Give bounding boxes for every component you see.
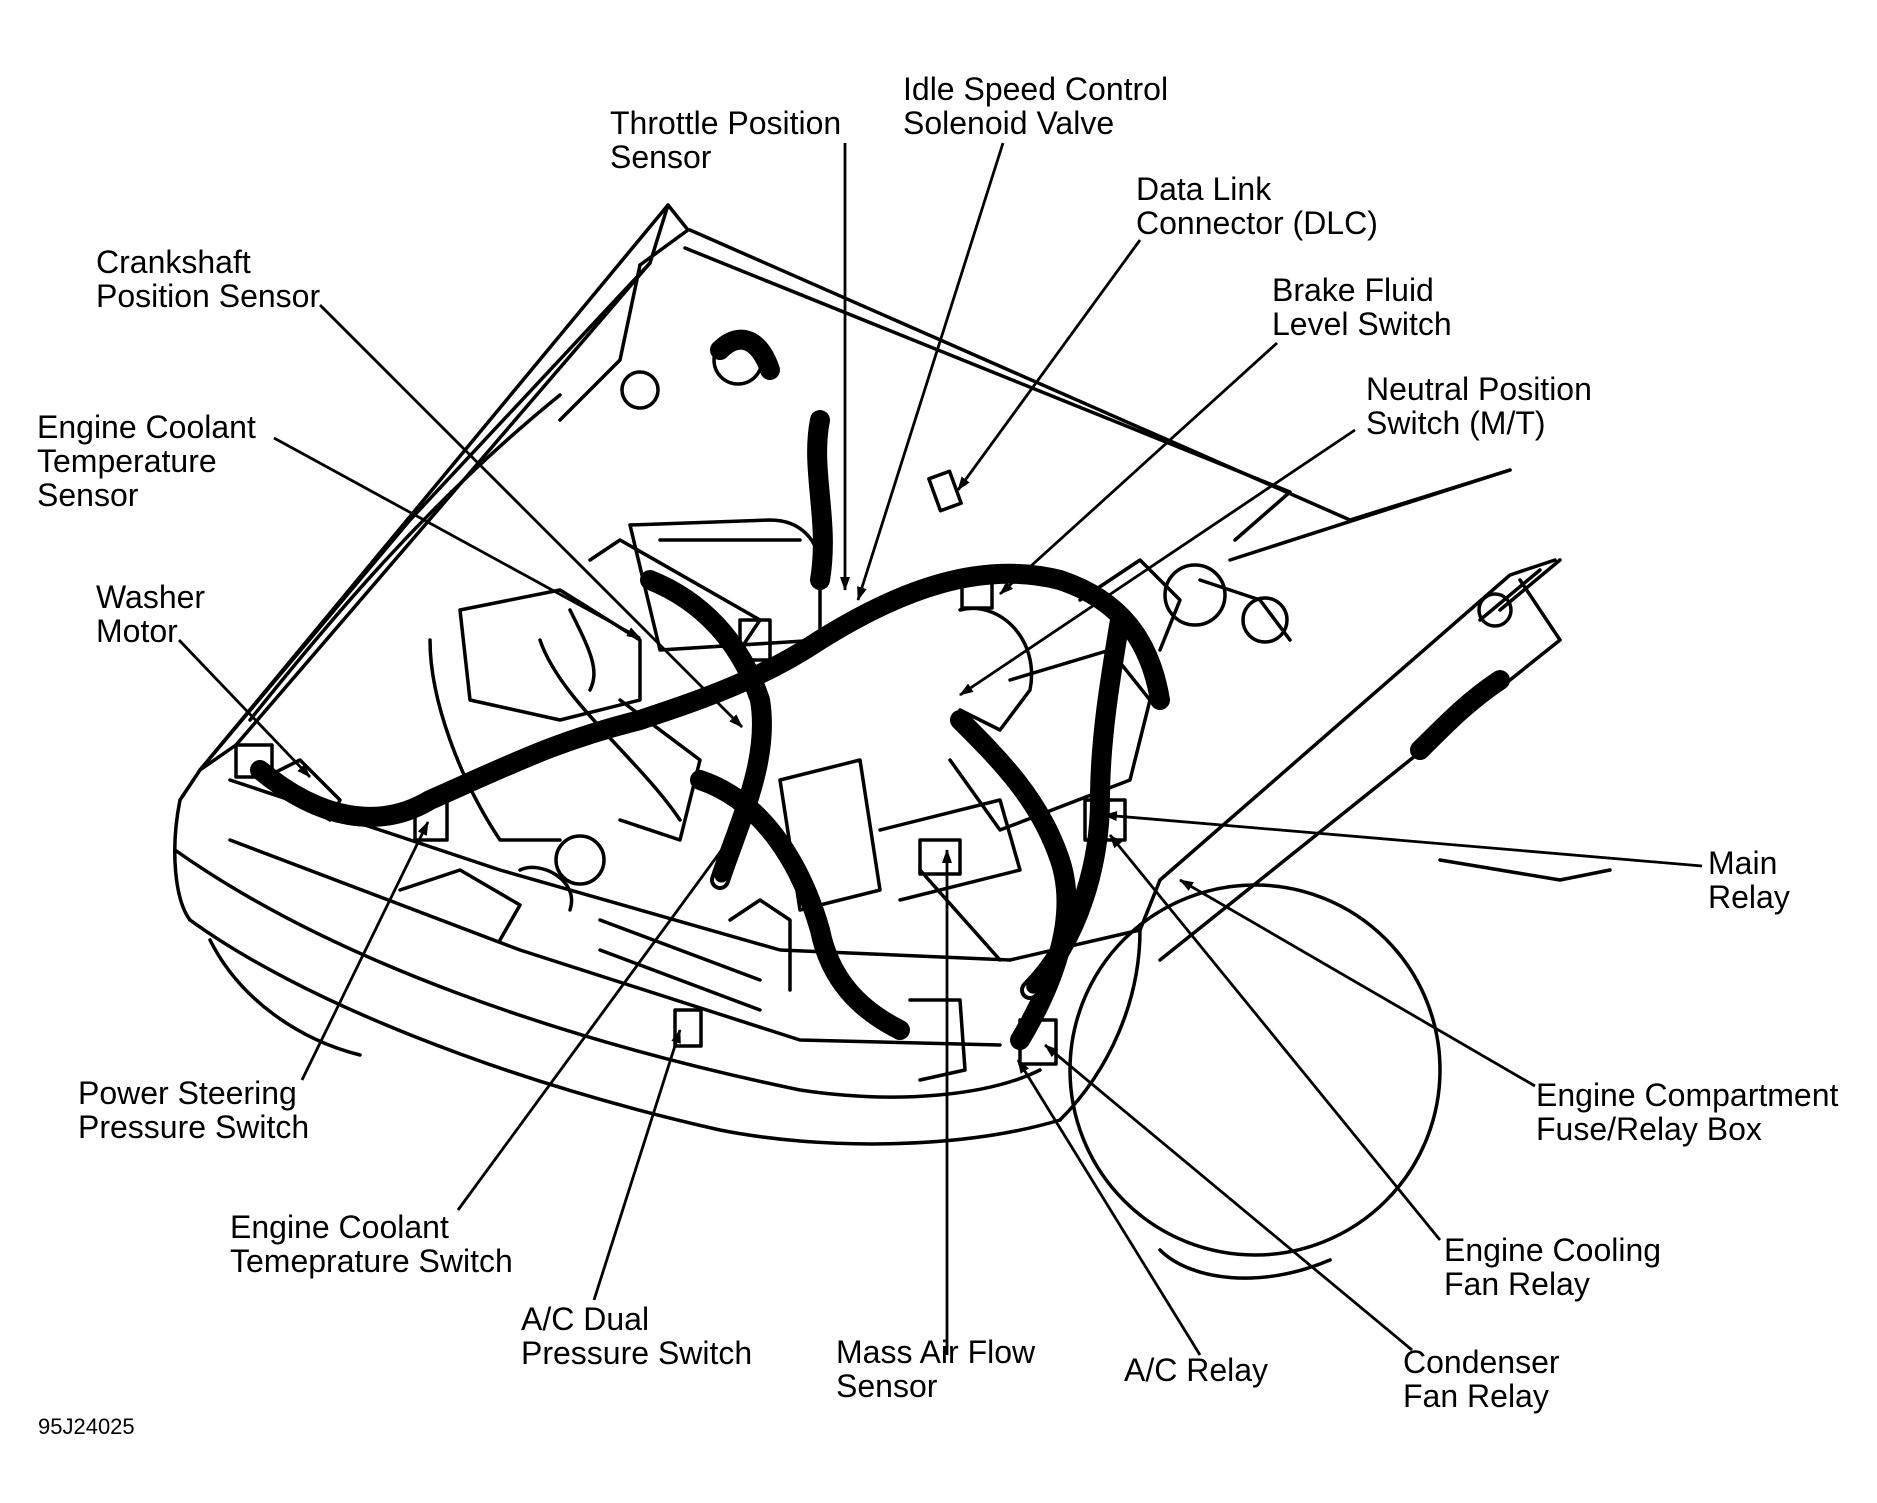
leader-cooling-fan (1108, 834, 1442, 1241)
label-data-link-connector: Data Link Connector (DLC) (1136, 171, 1378, 241)
wiring-harness (250, 329, 1510, 1050)
label-power-steering-pressure-switch: Power Steering Pressure Switch (78, 1075, 310, 1145)
label-ac-dual-pressure-switch: A/C Dual Pressure Switch (521, 1301, 753, 1371)
label-engine-cooling-fan-relay: Engine Cooling Fan Relay (1444, 1232, 1662, 1302)
leader-ac-relay (1016, 1059, 1202, 1356)
label-engine-coolant-temperature-sensor: Engine Coolant Temperature Sensor (37, 409, 256, 513)
label-throttle-position-sensor: Throttle Position Sensor (610, 105, 842, 175)
leader-main-relay (1103, 811, 1703, 868)
label-washer-motor: Washer Motor (96, 579, 206, 649)
leader-power-steering (300, 821, 430, 1081)
leader-condenser-fan (1044, 1043, 1413, 1352)
radiator-support (258, 758, 967, 1082)
leader-ect-switch (456, 824, 742, 1211)
leader-crankshaft (319, 304, 743, 728)
label-engine-coolant-temperature-switch: Engine Coolant Temeprature Switch (230, 1209, 513, 1279)
leader-brake-fluid (999, 341, 1278, 596)
label-condenser-fan-relay: Condenser Fan Relay (1403, 1344, 1560, 1414)
leader-dlc (956, 239, 1142, 491)
leader-ect-sensor (273, 436, 641, 640)
hood-outline (198, 203, 1352, 772)
label-ac-relay: A/C Relay (1124, 1352, 1269, 1388)
leader-fuse-box (1179, 878, 1536, 1088)
leader-ac-dual (592, 1029, 682, 1301)
label-neutral-position-switch: Neutral Position Switch (M/T) (1366, 371, 1592, 441)
label-mass-air-flow-sensor: Mass Air Flow Sensor (836, 1334, 1036, 1404)
label-brake-fluid-level-switch: Brake Fluid Level Switch (1272, 272, 1452, 342)
leader-lines (177, 142, 1703, 1356)
figure-id: 95J24025 (38, 1414, 135, 1439)
leader-neutral (959, 428, 1356, 697)
label-main-relay: Main Relay (1708, 845, 1790, 915)
label-crankshaft-position-sensor: Crankshaft Position Sensor (96, 244, 321, 314)
leader-idle-speed (856, 142, 1005, 601)
label-engine-compartment-fuse-relay-box: Engine Compartment Fuse/Relay Box (1536, 1077, 1839, 1147)
leader-washer (177, 639, 312, 778)
components (234, 334, 1562, 1066)
label-idle-speed-control: Idle Speed Control Solenoid Valve (903, 71, 1169, 141)
